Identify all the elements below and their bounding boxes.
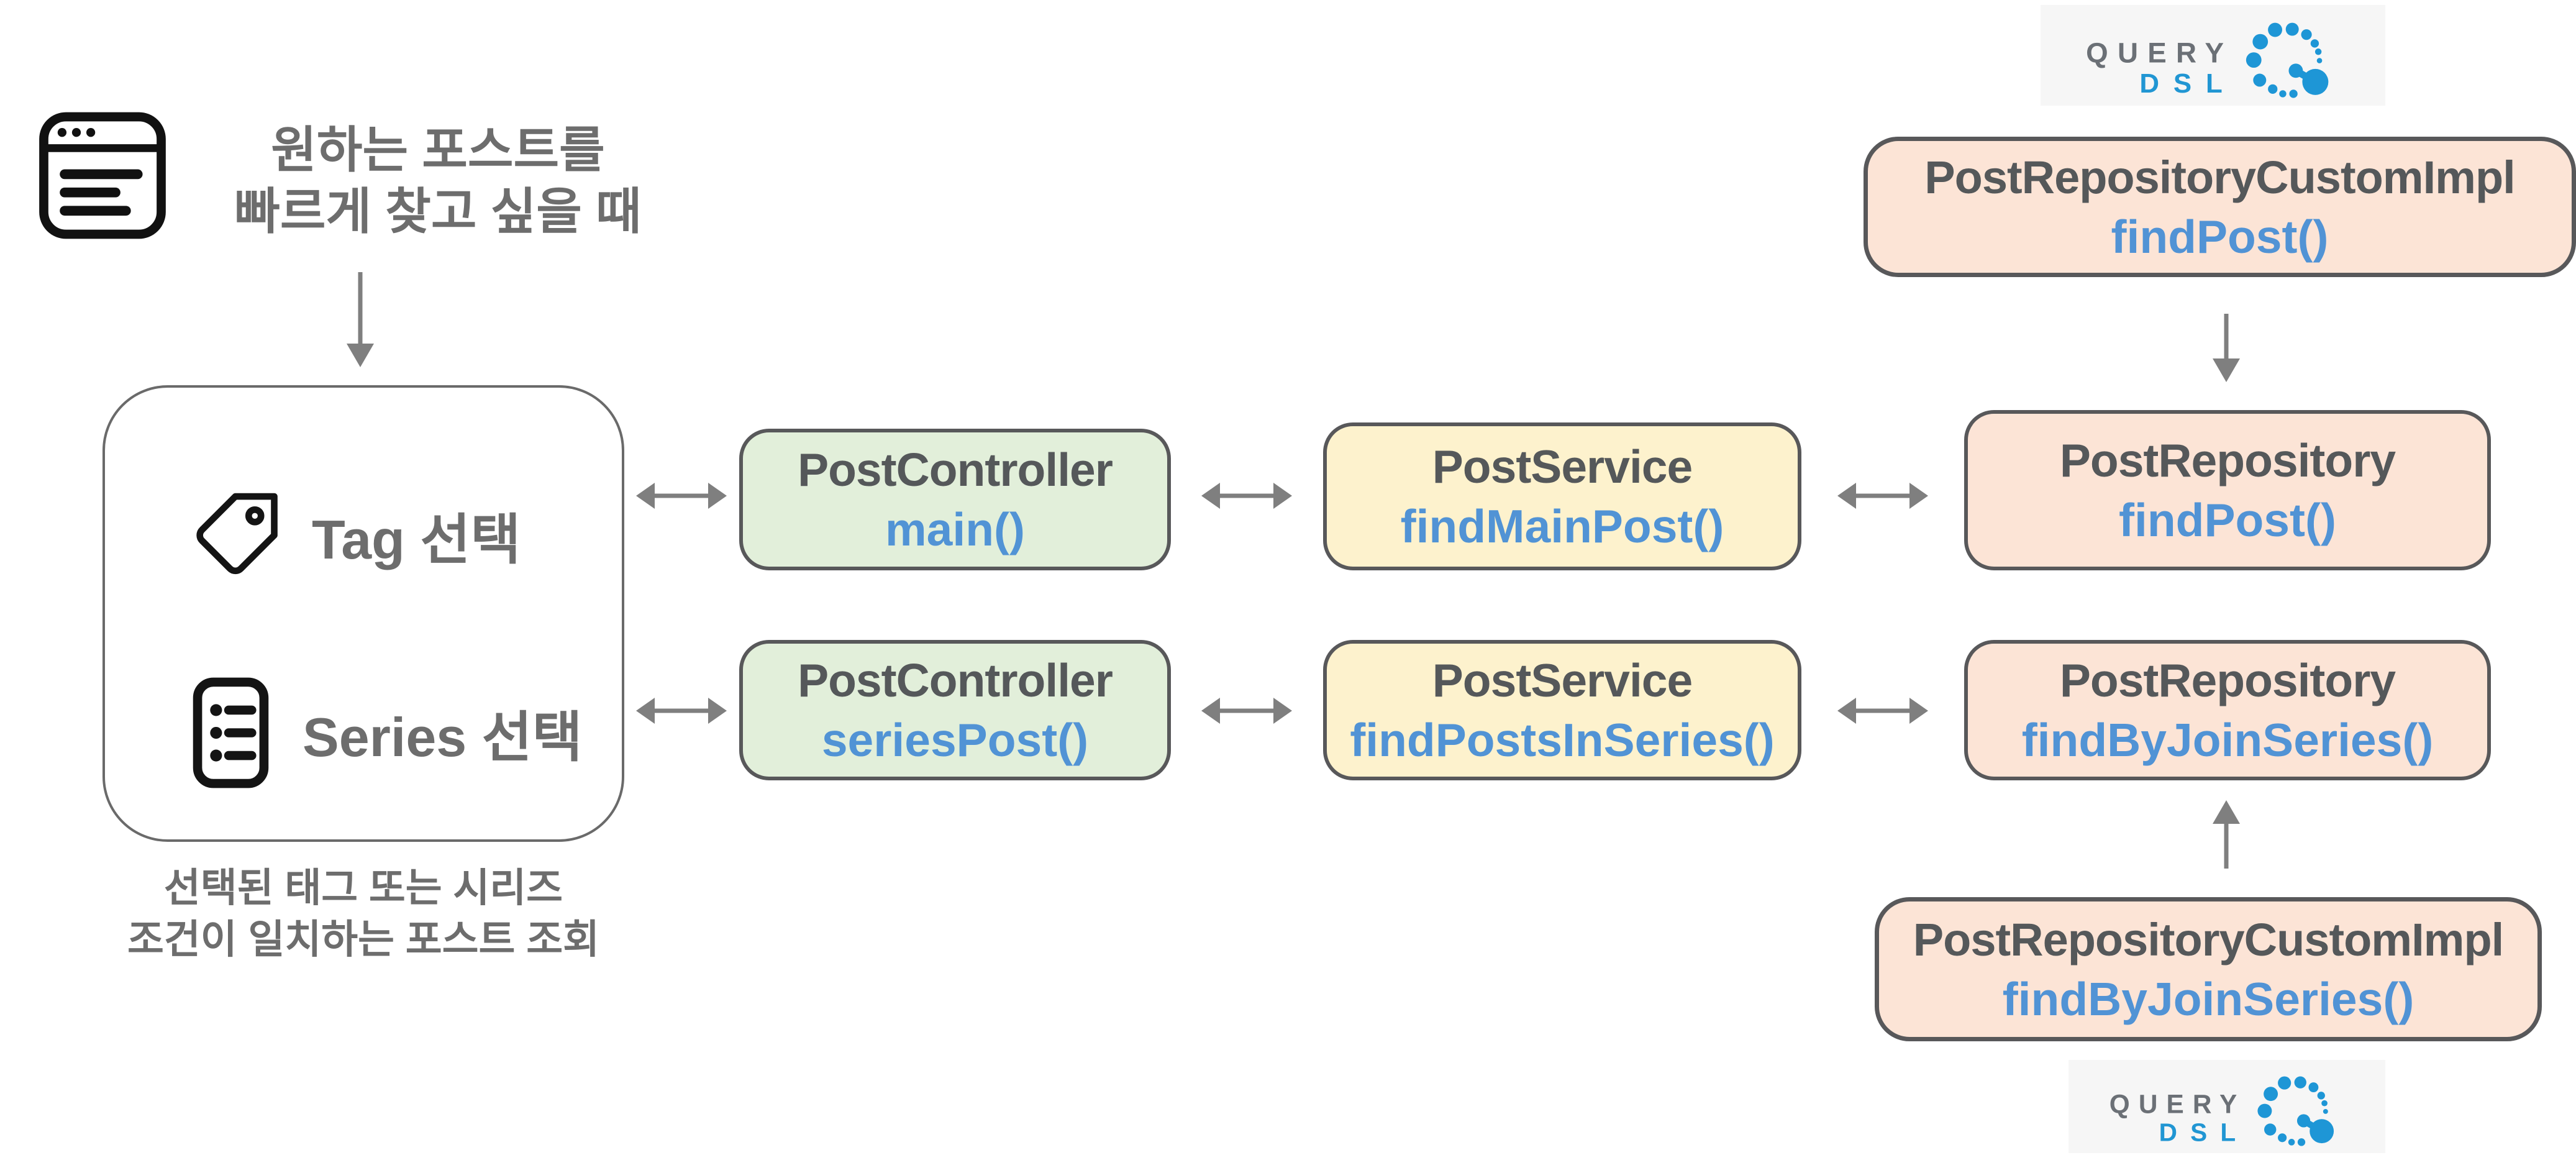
method-name: findByJoinSeries()	[2002, 972, 2414, 1025]
logo-dsl-text: DSL	[2139, 68, 2236, 99]
postrepository-findpost-box: PostRepository findPost()	[1964, 410, 2491, 570]
method-name: findMainPost()	[1400, 500, 1724, 552]
class-name: PostRepository	[2059, 654, 2396, 706]
postrepositorycustomimpl-findbyjoinseries-box: PostRepositoryCustomImpl findByJoinSerie…	[1875, 897, 2542, 1041]
panel-item-tag: Tag 선택	[189, 481, 521, 590]
class-name: PostController	[798, 444, 1113, 496]
down-arrow	[2213, 314, 2240, 382]
bidirectional-arrow	[1837, 698, 1928, 724]
class-name: PostController	[798, 654, 1113, 706]
intro-title: 원하는 포스트를 빠르게 찾고 싶을 때	[199, 119, 677, 242]
logo-query-text: QUERY	[2086, 37, 2233, 68]
querydsl-logo: QUERY DSL	[2069, 1060, 2385, 1153]
querydsl-logo-graphic: QUERY DSL	[2109, 1076, 2334, 1147]
tag-icon	[196, 493, 278, 575]
class-name: PostService	[1432, 440, 1693, 493]
postrepository-findbyjoinseries-box: PostRepository findByJoinSeries()	[1964, 640, 2491, 780]
querydsl-logo-graphic: QUERY DSL	[2086, 22, 2329, 99]
post-filter-panel: Tag 선택 Series 선택	[102, 385, 624, 842]
bidirectional-arrow	[636, 698, 727, 724]
logo-dots	[2246, 22, 2329, 98]
method-name: seriesPost()	[821, 714, 1089, 766]
postrepositorycustomimpl-findpost-box: PostRepositoryCustomImpl findPost()	[1864, 137, 2576, 277]
panel-item-series: Series 선택	[189, 667, 583, 798]
bidirectional-arrow	[1201, 698, 1292, 724]
list-icon	[193, 677, 269, 788]
method-name: findPostsInSeries()	[1350, 714, 1775, 766]
logo-query-text: QUERY	[2109, 1090, 2246, 1119]
postservice-findpostsinseries-box: PostService findPostsInSeries()	[1323, 640, 1801, 780]
postservice-findmainpost-box: PostService findMainPost()	[1323, 422, 1801, 570]
down-arrow	[347, 272, 374, 367]
intro-title-line1: 원하는 포스트를	[271, 122, 605, 178]
bidirectional-arrow	[1201, 483, 1292, 509]
class-name: PostService	[1432, 654, 1693, 706]
class-name: PostRepository	[2059, 434, 2396, 486]
bidirectional-arrow	[1837, 483, 1928, 509]
logo-dsl-text: DSL	[2159, 1118, 2249, 1147]
method-name: main()	[885, 503, 1025, 555]
panel-item-series-label: Series 선택	[303, 706, 583, 768]
browser-window-icon	[37, 109, 168, 242]
panel-caption: 선택된 태그 또는 시리즈 조건이 일치하는 포스트 조회	[78, 862, 649, 965]
panel-item-tag-label: Tag 선택	[312, 509, 521, 570]
class-name: PostRepositoryCustomImpl	[1924, 151, 2515, 203]
bidirectional-arrow	[636, 483, 727, 509]
method-name: findPost()	[2111, 210, 2329, 263]
up-arrow	[2213, 800, 2240, 869]
intro-title-line2: 빠르게 찾고 싶을 때	[234, 184, 642, 239]
method-name: findByJoinSeries()	[2021, 714, 2434, 766]
postcontroller-main-box: PostController main()	[739, 429, 1171, 570]
method-name: findPost()	[2119, 494, 2336, 546]
class-name: PostRepositoryCustomImpl	[1913, 913, 2504, 965]
querydsl-logo: QUERY DSL	[2041, 5, 2385, 106]
panel-caption-line1: 선택된 태그 또는 시리즈	[163, 865, 563, 910]
panel-caption-line2: 조건이 일치하는 포스트 조회	[127, 917, 599, 962]
logo-dots	[2257, 1076, 2334, 1146]
postcontroller-seriespost-box: PostController seriesPost()	[739, 640, 1171, 780]
